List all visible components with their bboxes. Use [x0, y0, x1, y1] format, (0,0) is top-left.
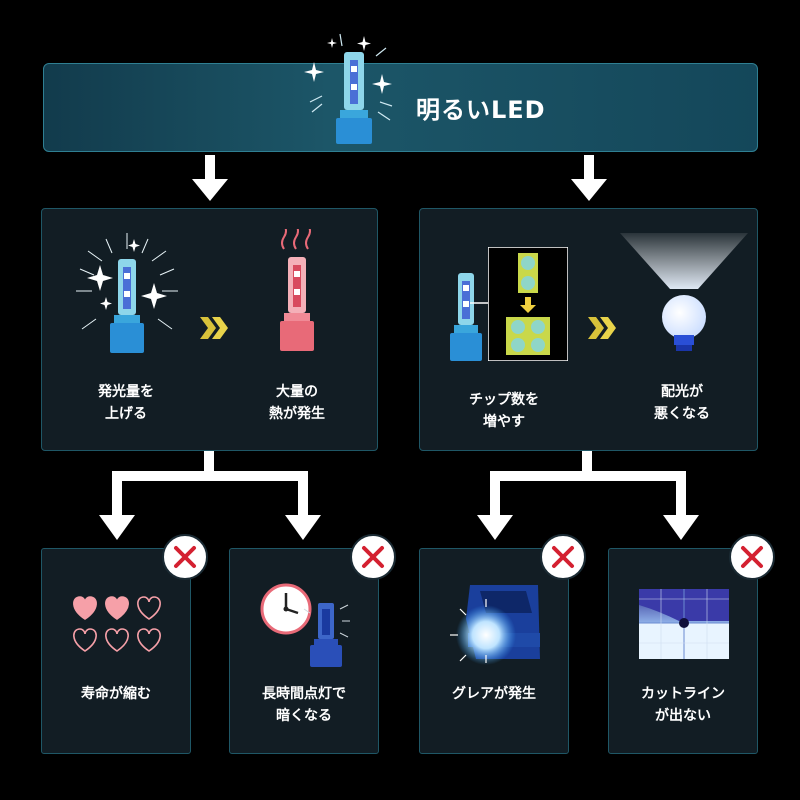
- panel-brightness-increase: 発光量を 上げる 大量の 熱が発生: [41, 208, 378, 451]
- arrow-down-icon: [192, 155, 228, 201]
- header-title: 明るいLED: [416, 96, 546, 124]
- panel-chip-increase: チップ数を 増やす 配光が 悪くなる: [419, 208, 758, 451]
- caption-increase-output: 発光量を 上げる: [98, 384, 154, 422]
- cross-icon: [362, 546, 384, 568]
- led-chip-array-icon: [488, 247, 568, 361]
- hearts-icon: [73, 596, 161, 652]
- cross-icon: [741, 546, 763, 568]
- dim-led-bulb-icon: [303, 603, 350, 667]
- cross-badge: [540, 534, 586, 580]
- cross-badge: [162, 534, 208, 580]
- cross-badge: [350, 534, 396, 580]
- cross-icon: [552, 546, 574, 568]
- result-caption: カットライン が出ない: [641, 686, 725, 724]
- result-caption: 寿命が縮む: [81, 686, 151, 702]
- chevron-right-icon: [200, 317, 228, 339]
- chevron-right-icon: [588, 317, 616, 339]
- header-banner: 明るいLED: [43, 33, 758, 152]
- arrow-down-icon: [571, 155, 607, 201]
- result-glare: グレアが発生: [419, 548, 569, 754]
- caption-increase-chips: チップ数を 増やす: [469, 392, 539, 430]
- caption-heat-generated: 大量の 熱が発生: [269, 384, 325, 422]
- car-glare-icon: [450, 585, 540, 665]
- caption-poor-light-distribution: 配光が 悪くなる: [654, 384, 710, 422]
- led-bulb-icon: [450, 273, 482, 361]
- connector-line: [470, 302, 490, 304]
- cutline-chart-icon: [639, 589, 729, 659]
- cross-icon: [174, 546, 196, 568]
- result-caption: 長時間点灯で 暗くなる: [262, 686, 346, 724]
- hot-led-bulb-icon: [280, 229, 314, 351]
- light-beam-bulb-icon: [620, 233, 748, 351]
- cross-badge: [729, 534, 775, 580]
- result-no-cutline: カットライン が出ない: [608, 548, 758, 754]
- result-dims-over-time: 長時間点灯で 暗くなる: [229, 548, 379, 754]
- result-caption: グレアが発生: [452, 686, 536, 702]
- bright-led-bulb-icon: [304, 33, 393, 144]
- glowing-led-bulb-icon: [76, 233, 178, 353]
- result-short-lifespan: 寿命が縮む: [41, 548, 191, 754]
- clock-icon: [260, 583, 312, 635]
